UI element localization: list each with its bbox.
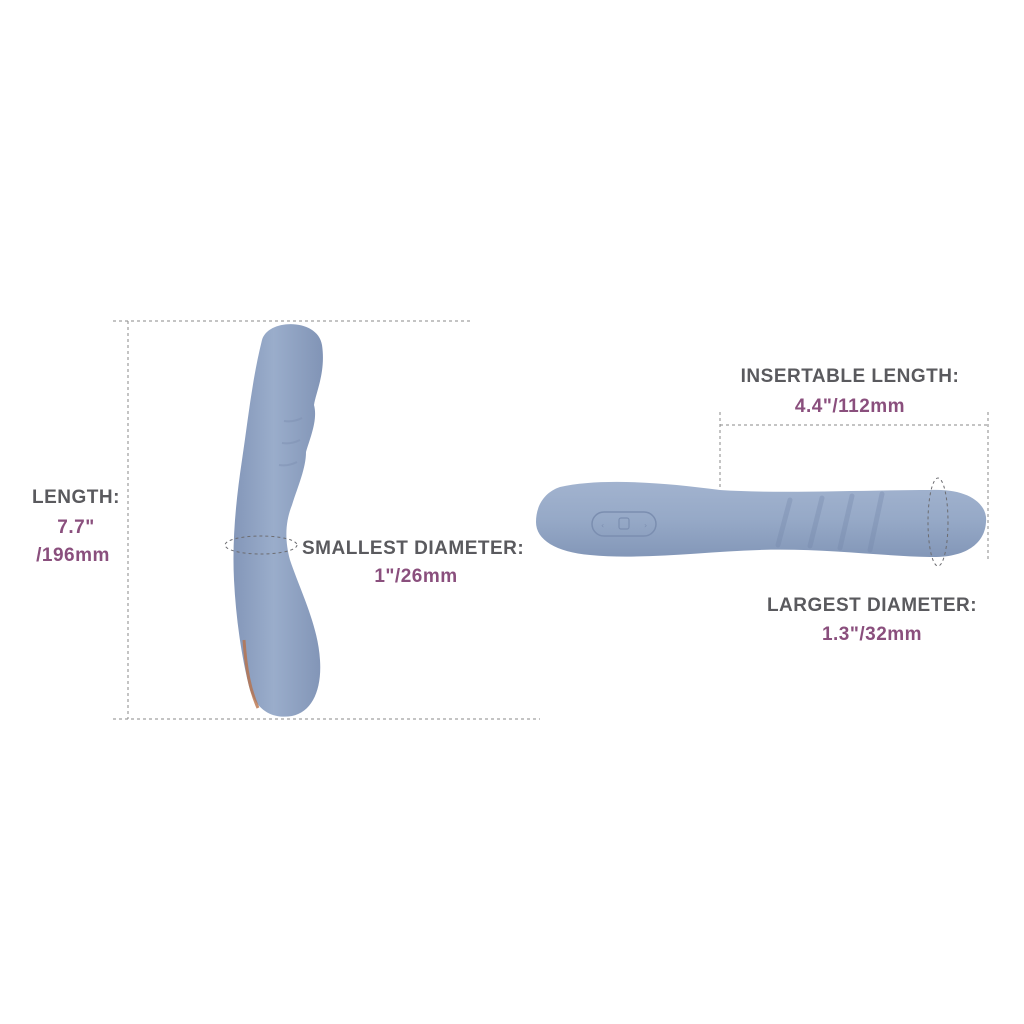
- length-value-inch: 7.7": [57, 517, 95, 538]
- control-panel[interactable]: ‹ ›: [591, 511, 657, 537]
- plus-icon: ›: [644, 521, 647, 530]
- minus-icon: ‹: [601, 521, 604, 530]
- smallest-diameter-value: 1"/26mm: [374, 566, 458, 587]
- largest-diameter-ring: [927, 477, 949, 567]
- insertable-length-value: 4.4"/112mm: [794, 396, 906, 417]
- length-guide: [113, 320, 540, 720]
- insertable-length-label: INSERTABLE LENGTH:: [740, 366, 960, 387]
- vertical-device-view: [224, 324, 323, 717]
- largest-diameter-value: 1.3"/32mm: [821, 624, 923, 645]
- horizontal-device-view: ‹ ›: [536, 477, 987, 567]
- insertable-length-guide: [719, 412, 989, 562]
- smallest-diameter-ring: [224, 535, 298, 555]
- length-label: LENGTH:: [32, 487, 120, 508]
- length-value-mm: /196mm: [36, 545, 110, 566]
- power-icon: [618, 517, 630, 530]
- smallest-diameter-label: SMALLEST DIAMETER:: [302, 538, 525, 559]
- largest-diameter-label: LARGEST DIAMETER:: [766, 595, 978, 616]
